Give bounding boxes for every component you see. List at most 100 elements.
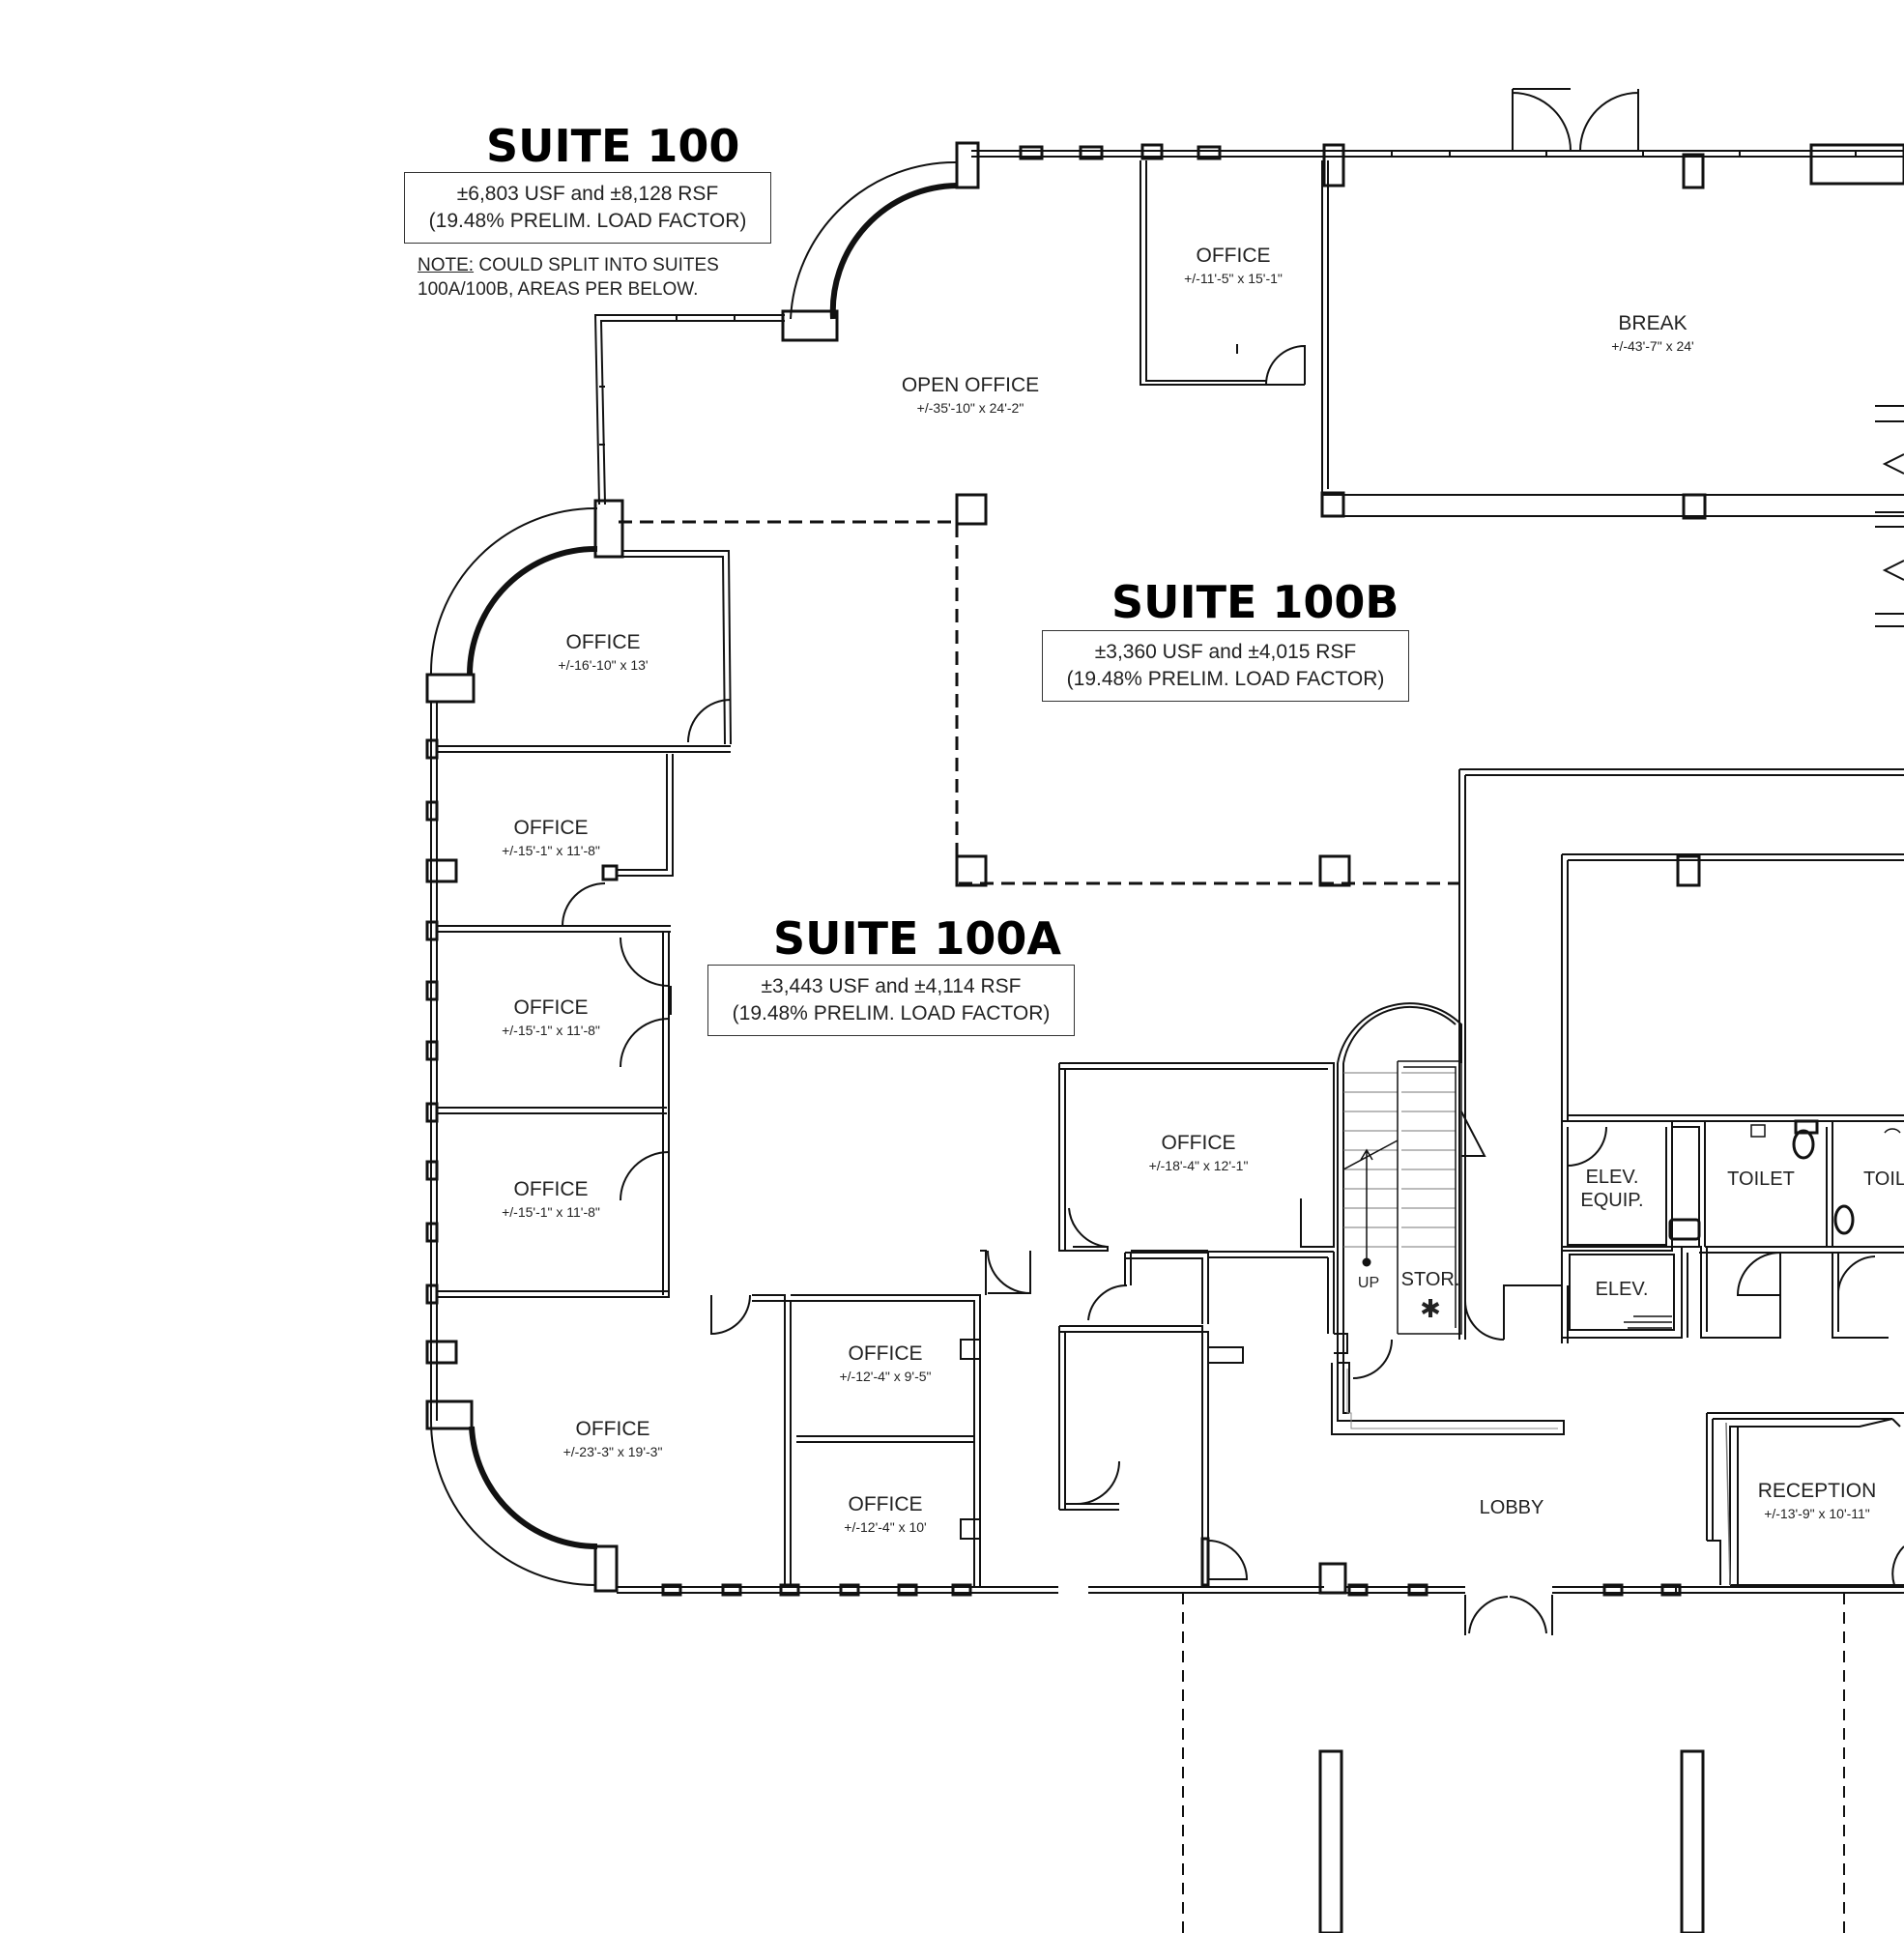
suite-100a-title: SUITE 100A [773,912,1062,965]
column [1660,1583,1682,1597]
toilet-bowl [1792,1129,1815,1160]
stor-symbol: ✱ [1420,1294,1441,1323]
corridor-walls [980,1250,1031,1295]
room-name: OFFICE [1161,1132,1236,1154]
suite-100b-title: SUITE 100B [1111,576,1399,628]
room-dims: +/-13'-9" x 10'-11" [1764,1506,1870,1521]
column [593,499,624,559]
column [1140,143,1164,160]
room-name: OFFICE [513,817,589,839]
elev-equip-walls [1561,1121,1673,1252]
room-dims: +/-23'-3" x 19'-3" [563,1444,663,1459]
exterior-wall-west-upper [593,314,785,505]
label-elev-equip: ELEV. EQUIP. [1580,1166,1643,1212]
exterior-wall-south [617,1586,1324,1594]
room-name: OPEN OFFICE [901,374,1040,396]
curved-wall-west-upper-inner [467,545,598,676]
office-walls [437,550,732,753]
canopy-line [1182,1593,1845,1933]
office-top-walls [1140,160,1904,517]
stair-treads [1343,1072,1456,1248]
reception-door [1891,1545,1904,1586]
column [721,1583,742,1597]
stair-bottom-walls [1331,1339,1565,1435]
column [1347,1583,1369,1597]
column [601,864,619,881]
door-office-4 [620,937,670,1201]
office-partitions-3 [437,1290,670,1298]
column [955,141,980,189]
label-stor: STOR. [1400,1269,1460,1290]
column [1318,1562,1347,1595]
room-office-15a: OFFICE +/-15'-1" x 11'-8" [502,816,600,860]
column [425,1340,458,1365]
column [425,738,439,760]
room-name: OFFICE [565,631,641,653]
toilet-bowl [1833,1204,1855,1235]
column [1676,854,1701,887]
suite-100-area: ±6,803 USF and ±8,128 RSF [456,183,719,205]
label-toilet: TOILET [1727,1168,1795,1190]
column [425,673,476,704]
elevator-right-wall [1682,1246,1702,1338]
suite-100-area-box: ±6,803 USF and ±8,128 RSF (19.48% PRELIM… [404,172,771,244]
room-dims: +/-15'-1" x 11'-8" [502,843,600,858]
toilet-walls [1666,1120,1904,1339]
room-dims: +/-12'-4" x 9'-5" [839,1369,932,1384]
sink [1750,1124,1766,1138]
room-name: OFFICE [1196,245,1271,267]
room-break: BREAK +/-43'-7" x 24' [1611,311,1693,356]
lobby-wall-right [1208,1251,1348,1354]
closet-walls [1087,1252,1209,1327]
suite-100b-area-box: ±3,360 USF and ±4,015 RSF (19.48% PRELIM… [1042,630,1409,702]
window-markers [599,151,1857,446]
room-office-16: OFFICE+/-16'-10" x 13' [558,630,648,675]
office-12-door [960,1339,980,1540]
toilet-right [1884,1128,1901,1134]
lobby-door [1464,1595,1553,1635]
column [1318,854,1351,887]
room-office-15c: OFFICE+/-15'-1" x 11'-8" [502,1177,600,1222]
office-partitions-2 [437,932,672,1295]
suite-boundary [619,520,1459,885]
label-lobby: LOBBY [1479,1497,1544,1518]
fixture-right [1875,405,1904,627]
toilet-fixture [1668,1218,1701,1241]
column [1809,143,1904,186]
column [1682,493,1707,520]
suite-100-title: SUITE 100 [486,120,740,172]
note-text-1: COULD SPLIT INTO SUITES [474,255,719,275]
column [781,309,839,342]
elevator [1561,1246,1683,1339]
suite-100a-area-box: ±3,443 USF and ±4,114 RSF (19.48% PRELIM… [707,965,1075,1036]
column [1322,143,1345,188]
column [425,800,439,822]
elevator-door [1624,1315,1672,1329]
column [1602,1583,1624,1597]
room-dims: +/-18'-4" x 12'-1" [1148,1158,1249,1173]
office-partitions [437,754,674,933]
suite-100b-load-factor: (19.48% PRELIM. LOAD FACTOR) [1066,668,1385,690]
office-lower-walls [752,1294,981,1587]
column [1079,145,1104,160]
column [425,858,458,883]
column [839,1583,860,1597]
label-elev-equip-2: EQUIP. [1580,1190,1644,1211]
canopy-column [1318,1749,1343,1933]
stair-up-dot [1362,1257,1371,1267]
note-text-2: 100A/100B, AREAS PER BELOW. [418,279,699,300]
room-dims: +/-43'-7" x 24' [1611,338,1694,354]
column [951,1583,972,1597]
lobby-walls-south [1345,1586,1676,1594]
suite-100-load-factor: (19.48% PRELIM. LOAD FACTOR) [428,210,747,232]
room-office-12b: OFFICE+/-12'-4" x 10' [844,1492,926,1537]
suite-100a-area: ±3,443 USF and ±4,114 RSF [761,975,1022,997]
label-up: UP [1357,1275,1380,1291]
curved-wall-west-upper [429,506,598,676]
room-name: BREAK [1618,312,1688,334]
door-office-top [1265,344,1306,386]
room-reception: RECEPTION+/-13'-9" x 10'-11" [1758,1479,1877,1523]
room-dims: +/-11'-5" x 15'-1" [1184,271,1283,286]
column [1200,1537,1210,1587]
